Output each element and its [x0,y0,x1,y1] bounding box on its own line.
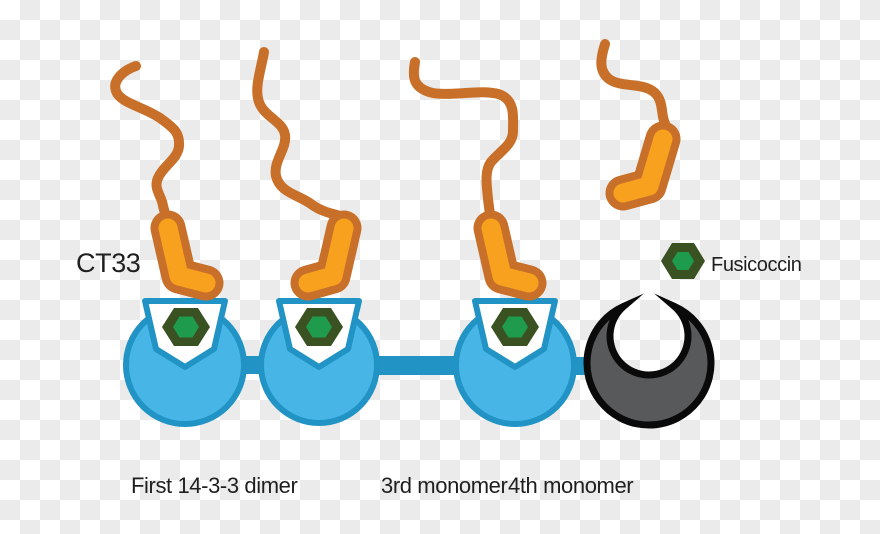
ct33-label: CT33 [76,248,141,278]
peptide-rod-fills-group [158,129,673,293]
fusicoccin-legend-label: Fusicoccin [711,254,802,276]
peptide-tails-group [110,39,673,223]
third-monomer-caption: 3rd monomer [381,473,508,498]
fusicoccin-2-core [306,316,332,338]
fusicoccin-3-core [502,316,528,338]
fourth-monomer-caption: 4th monomer [508,473,634,498]
peptide-3-helix [481,218,539,293]
peptide-1-tail [110,61,185,222]
fusicoccin-inner-group [173,252,694,338]
first-dimer-caption: First 14-3-3 dimer [131,473,298,498]
peptide-2-helix [298,218,354,293]
fusicoccin-1-core [173,316,199,338]
fusicoccin-outer-group [162,243,705,346]
peptide-4-tail [596,39,673,137]
monomer-2-3-linker [374,356,460,375]
fourth-monomer-crescent [583,293,715,429]
peptide-rod-outlines-group [150,121,681,301]
peptide-3-tail [408,57,519,220]
fusicoccin-legend-core [672,252,694,270]
peptide-2-tail [252,47,351,223]
peptide-1-helix [158,218,216,293]
peptide-4-helix [613,129,673,203]
